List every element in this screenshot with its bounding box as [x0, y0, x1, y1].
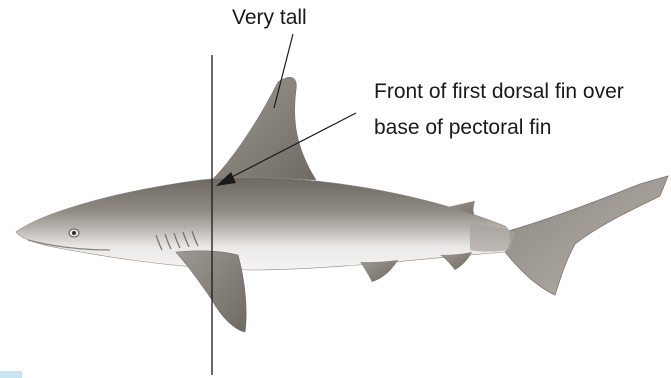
dorsal-position-label: Front of first dorsal fin over base of p…: [374, 74, 624, 146]
caudal-peduncle: [470, 224, 515, 252]
pelvic-fin: [360, 260, 398, 282]
shark-body: [16, 178, 510, 270]
first-dorsal-fin: [212, 77, 316, 180]
corner-mark: [0, 371, 22, 378]
caudal-fin: [505, 176, 668, 295]
dorsal-label-line-1: Front of first dorsal fin over: [374, 74, 624, 110]
height-label: Very tall: [232, 0, 307, 36]
pectoral-fin: [176, 251, 246, 332]
shark-eye: [69, 229, 79, 237]
dorsal-label-line-2: base of pectoral fin: [374, 110, 624, 146]
